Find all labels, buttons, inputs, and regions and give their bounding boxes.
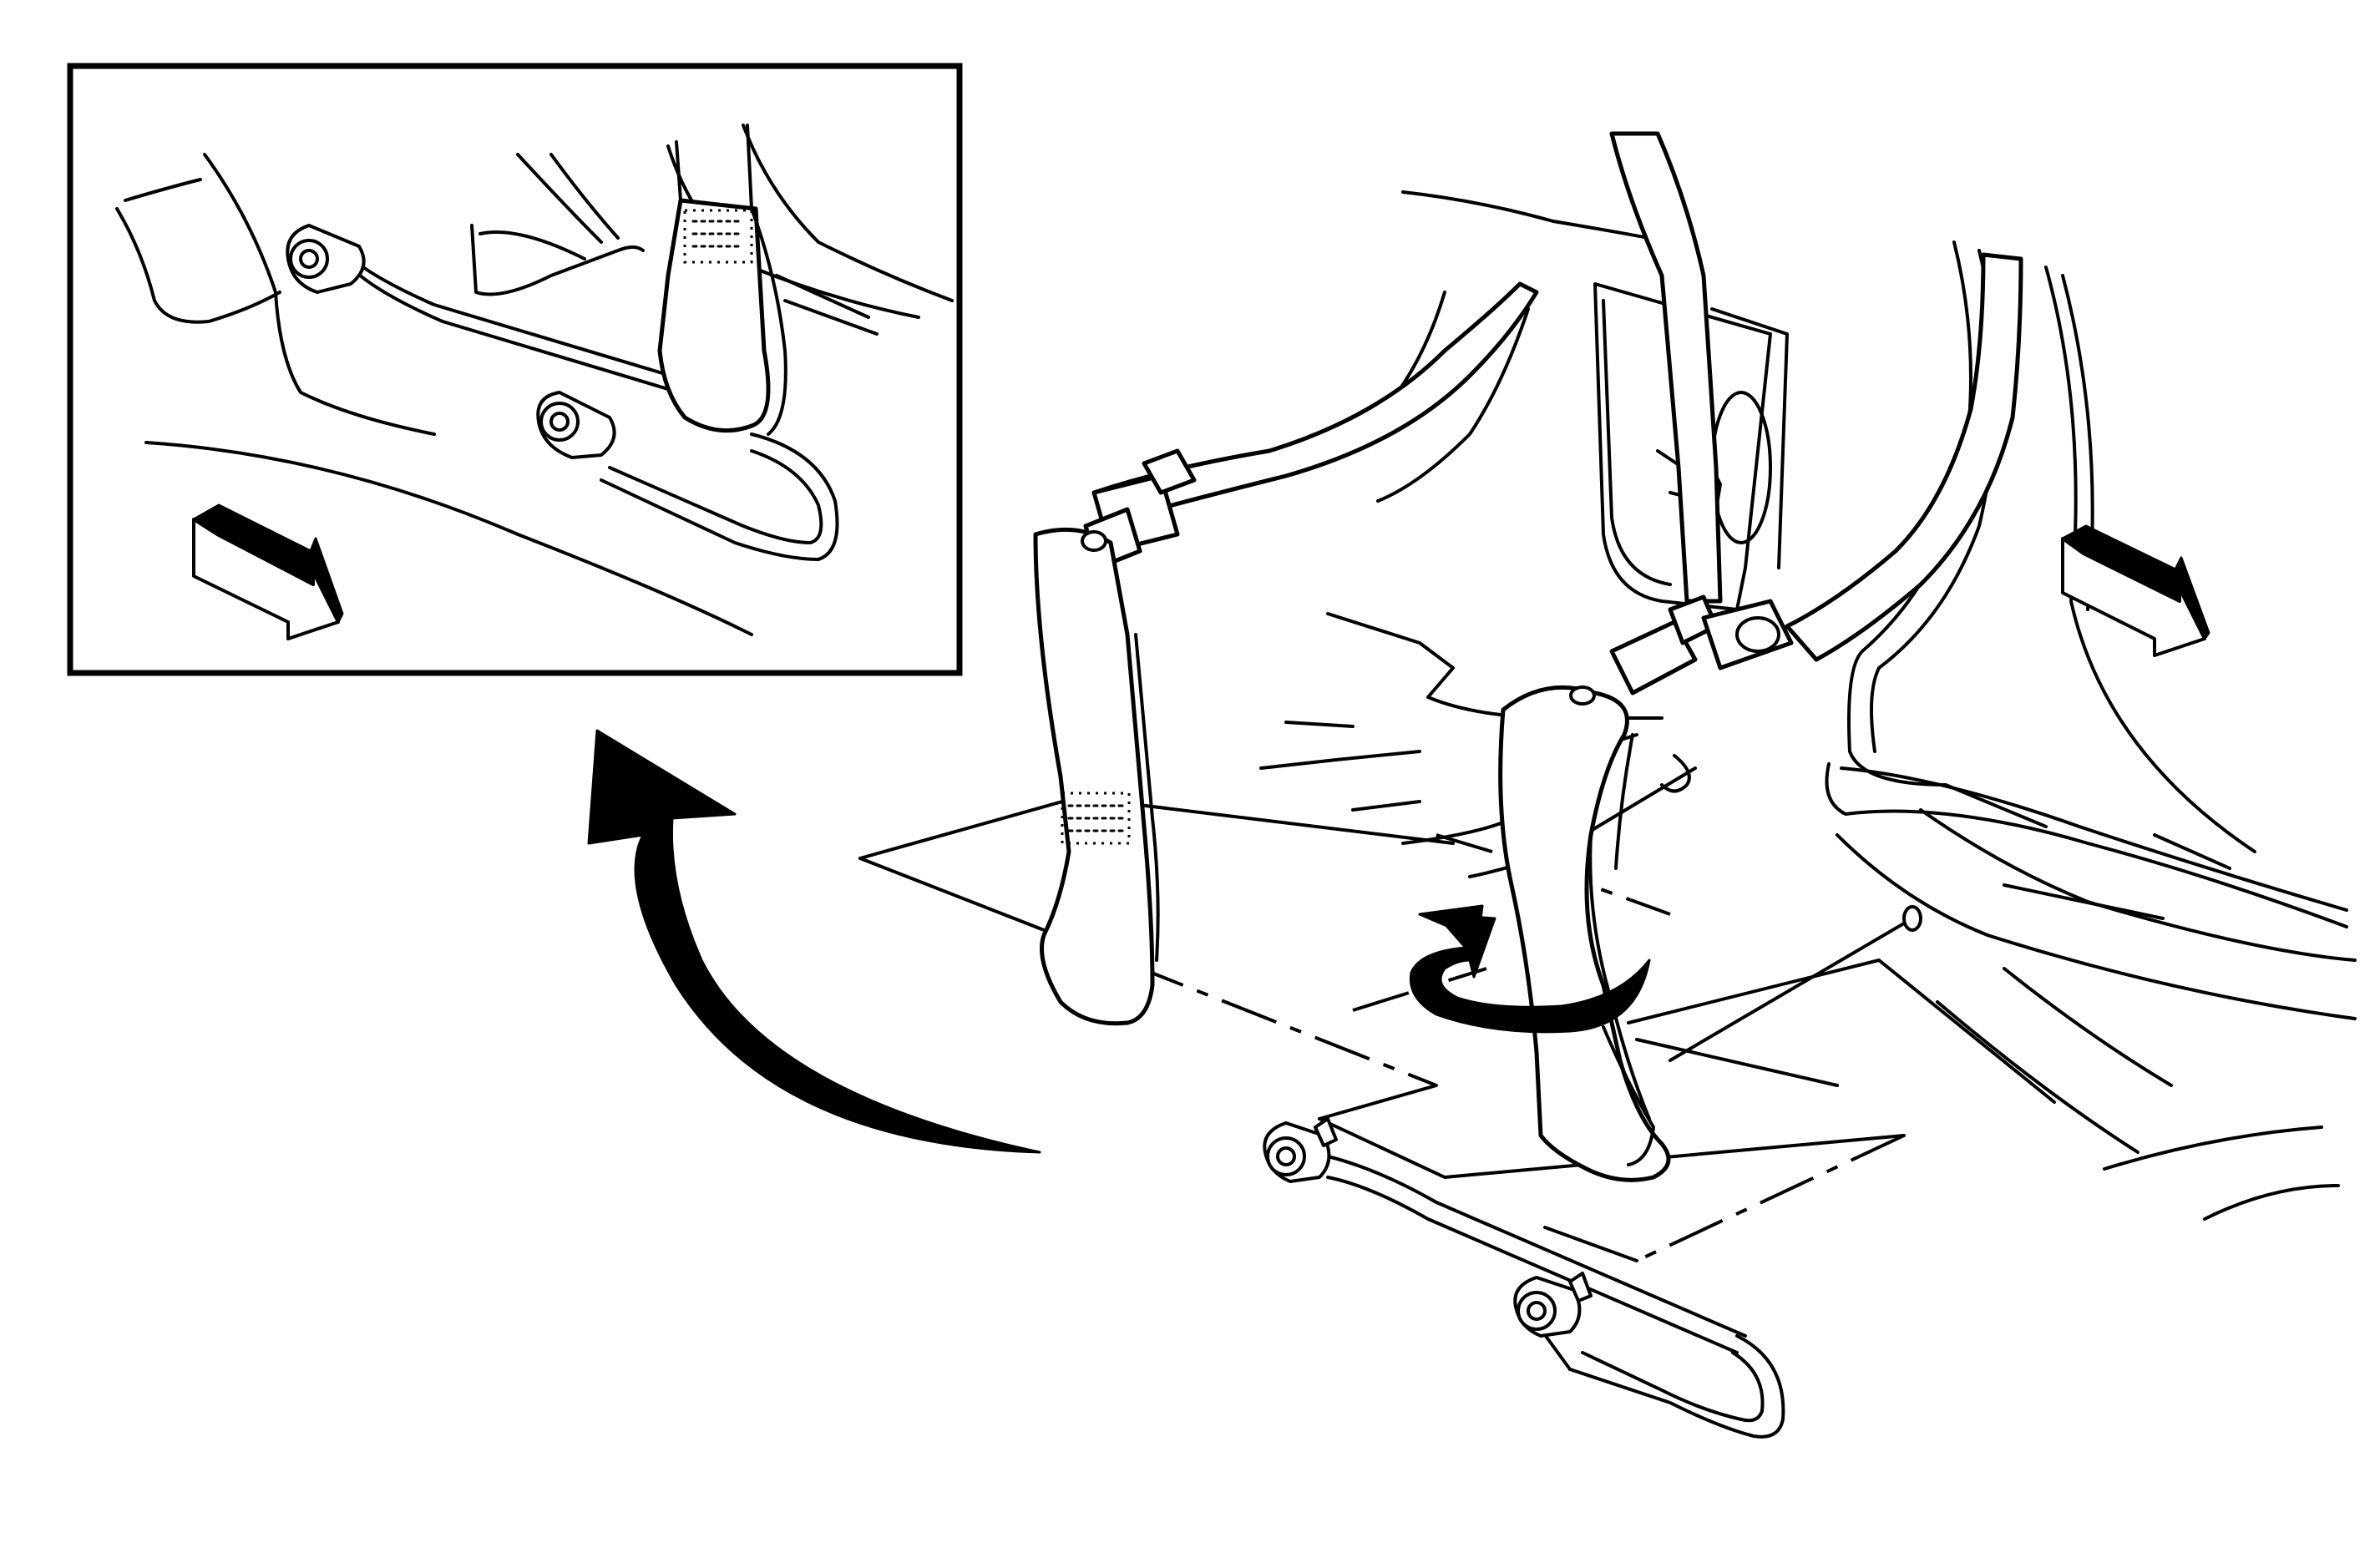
belt-fold-center-2 (1614, 733, 1634, 870)
floor-short-mark-4 (1401, 821, 1505, 845)
wheel-well-arch-outer (1847, 240, 2048, 828)
trim-channel-mark (2153, 833, 2231, 870)
main-view (858, 131, 2357, 1439)
inset-detail-view (67, 63, 963, 676)
belt-eyelet-left (1081, 530, 1107, 552)
floor-short-mark-3 (1351, 800, 1421, 812)
inset-seat-edge (115, 207, 281, 324)
retractor-opening-outer (1593, 282, 1772, 611)
floor-panel-centerline-mid (1352, 967, 1487, 1012)
front-bolt-icon (1263, 1117, 1338, 1183)
trim-channel-inner (1840, 766, 2348, 912)
floor-panel-notch (1318, 1084, 1438, 1120)
inset-floor-panel-edge (203, 153, 436, 436)
sill-line-6 (2203, 1184, 2340, 1221)
anchor-bar-assembly (1263, 1117, 1785, 1439)
floor-panel-centerline-top (1436, 833, 1671, 916)
inset-pillar-line (516, 153, 603, 244)
mount-hole-upper (1660, 754, 1691, 793)
inset-belt-loop (657, 198, 771, 433)
sill-line-5 (2103, 1126, 2323, 1171)
floor-rib-right (1627, 959, 2056, 1104)
rear-bolt-icon (1513, 1272, 1593, 1338)
sill-line-2 (1919, 808, 2357, 962)
latch-plate-upper (1609, 594, 1794, 696)
floor-panel-left-edge (858, 857, 1037, 928)
shoulder-belt-right (1785, 252, 2023, 662)
direction-arrow-icon (2061, 524, 2210, 657)
floor-panel-centerline-right (1636, 1134, 1905, 1262)
stitch-pattern-left (1061, 792, 1131, 845)
inset-anchor-loop-inner (608, 449, 823, 544)
sill-line-1 (1836, 833, 2357, 1020)
trim-channel-outer (1825, 762, 2348, 928)
inset-slot-inner (479, 230, 586, 261)
curved-rotation-arrow-icon (1409, 904, 1651, 1034)
seat-back-curve-2 (1376, 307, 1530, 503)
retractor-spool (1710, 391, 1772, 544)
mount-hole-lower (1902, 905, 1922, 932)
anchor-bar-bottom-edge (1326, 1176, 1739, 1354)
floor-short-mark-2 (1259, 750, 1421, 770)
inset-belt-upper (746, 124, 753, 210)
anchor-bar-loop-inner (1581, 1351, 1765, 1423)
inset-trim-line-4 (783, 299, 879, 336)
direction-arrow-icon (192, 503, 344, 640)
wheel-well-arch-far (2044, 266, 2256, 853)
floor-rib-right-2 (1635, 1038, 1839, 1087)
inset-floor-sill-line (144, 441, 753, 636)
inset-pillar-line-2 (549, 153, 620, 240)
retractor-housing (1710, 307, 1789, 569)
lap-belt-left-hanging (1033, 527, 1155, 1026)
floor-panel-corner (1543, 1226, 1638, 1262)
sill-line-3 (2003, 967, 2173, 1087)
anchor-bar-loop-outer (1568, 1334, 1785, 1439)
belt-fold-left (1134, 633, 1160, 962)
body-top-line (1401, 190, 1672, 244)
sill-line-4 (1936, 1000, 2139, 1154)
retractor-opening-inner (1602, 299, 1672, 586)
inset-stitch-rows (691, 220, 745, 248)
inset-trim-line-2 (742, 124, 954, 302)
inset-rear-bolt-icon (536, 391, 616, 459)
inset-belt-edge (750, 207, 787, 436)
belt-fold-center-3 (1602, 1025, 1655, 1166)
stitch-rows-left (1067, 804, 1125, 832)
sill-short-line (2003, 883, 2165, 920)
anchor-bar-top-edge (1326, 1155, 1747, 1338)
floor-panel-bottom-edge (1318, 1117, 1906, 1179)
inset-front-bolt-icon (286, 224, 366, 294)
inset-body-line (124, 178, 202, 202)
inset-slot (470, 224, 645, 296)
belt-eyelet-center (1569, 685, 1596, 706)
inset-trim-line-3 (775, 274, 870, 319)
bolt-guide-line-lower (1669, 917, 1914, 1062)
floor-panel-centerline-left (1035, 925, 1437, 1087)
inset-belt-upper-2 (675, 140, 682, 202)
floor-short-mark-1 (1284, 721, 1355, 728)
inset-stitch-pattern (683, 209, 753, 264)
shoulder-belt-upper (1609, 131, 1723, 604)
center-belt-hanging (1498, 685, 1671, 1182)
large-curved-arrow-icon (587, 729, 1041, 1154)
inset-anchor-loop (600, 432, 839, 561)
